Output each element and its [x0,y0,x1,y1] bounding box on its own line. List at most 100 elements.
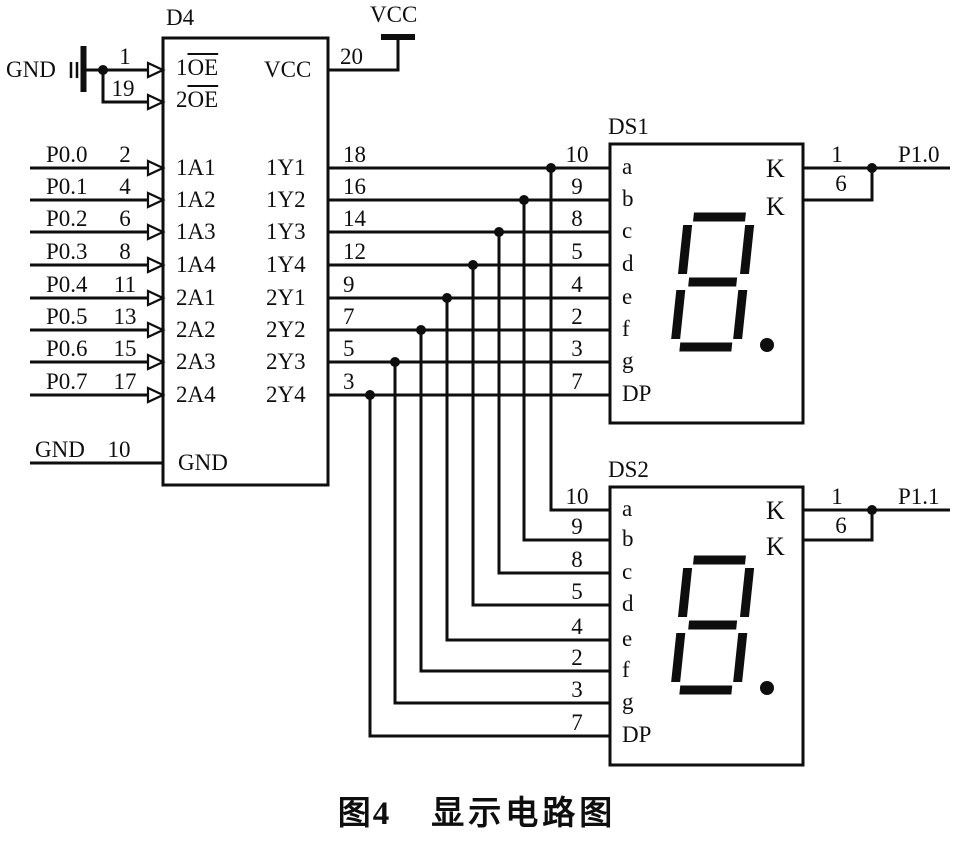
input-signal-p04: P0.4 [46,272,88,297]
input-signal-gnd: GND [35,437,85,462]
branch-e-ds2 [445,298,610,642]
input-arrowheads [146,61,166,404]
ds2-designator: DS2 [608,457,649,482]
ds1-pin-b: 9 [571,174,583,199]
ds2-pin-1: 1 [831,484,843,509]
figure-number: 图4 [337,796,392,832]
ds2-decimal-point [760,681,774,695]
output-pin-5: 5 [343,336,355,361]
input-signal-p07: P0.7 [46,369,88,394]
ds1-segment-g: g [622,348,634,373]
branch-dp-ds2 [368,395,610,738]
input-pin-11: 11 [113,272,137,297]
ds1-pin-a: 10 [565,142,589,167]
chip-pin-name-oe2: 2OE [176,87,219,112]
input-pin-13: 13 [113,304,137,329]
ds2-segment-c: c [622,559,633,584]
ds2-pin-b: 9 [571,514,583,539]
vcc-symbol-label: VCC [370,2,418,27]
ds2-pin-a: 10 [565,484,589,509]
input-pin-8: 8 [119,239,131,264]
chip-pin-name-2a1: 2A1 [176,285,216,310]
chip-pin-name-2y3: 2Y3 [266,349,306,374]
ds2-pin-f: 2 [571,645,583,670]
branch-f-ds2 [419,330,610,673]
input-signal-p00: P0.0 [46,142,88,167]
ds1-pin-e: 4 [571,272,583,297]
ds1-segment-b: b [622,186,634,211]
ds2-segment-g: g [622,689,634,714]
ds2-pin-dp: 7 [571,710,583,735]
chip-pin-name-1y1: 1Y1 [266,155,306,180]
ds1-decimal-point [760,338,774,352]
junction-dots [98,65,877,515]
input-signal-p01: P0.1 [46,174,88,199]
output-pin-12: 12 [343,239,366,264]
branch-a-ds2 [549,168,610,512]
ds1-pin-1: 1 [831,142,843,167]
figure-caption: 图4 显示电路图 [0,786,954,834]
input-pin-17: 17 [113,369,137,394]
ds1-segment-dp: DP [622,381,652,406]
ds1-pin-dp: 7 [571,369,583,394]
input-pin-2: 2 [119,142,131,167]
ds1-signal-p10: P1.0 [898,142,940,167]
vcc-symbol [381,34,415,40]
ds2-segment-dp: DP [622,722,652,747]
figure-title: 显示电路图 [431,796,617,832]
pin-number-oe1: 1 [119,44,131,69]
ds2-segment-e: e [622,626,633,651]
ds2-signal-p11: P1.1 [898,484,940,509]
chip-pin-name-vcc: VCC [264,57,312,82]
ds1-segment-f: f [622,316,630,341]
input-signal-p02: P0.2 [46,206,88,231]
chip-pin-name-1y3: 1Y3 [266,219,306,244]
chip-pin-name-1y4: 1Y4 [266,252,306,277]
input-pin-15: 15 [113,336,137,361]
output-pin-7: 7 [343,304,355,329]
ds1-segment-c: c [622,218,633,243]
chip-pin-name-2a4: 2A4 [176,382,216,407]
chip-pin-name-2a2: 2A2 [176,317,216,342]
ds1-seven-segment-digit [671,212,755,352]
ds2-segment-f: f [622,657,630,682]
wire-vcc-pin20 [328,40,400,72]
output-pin-14: 14 [343,206,366,231]
ds1-pin-g: 3 [571,336,583,361]
branch-b-ds2 [522,200,610,542]
ds1-segment-e: e [622,284,633,309]
ds2-pin-g: 3 [571,677,583,702]
ds1-pin-c: 8 [571,206,583,231]
ds2-pin-e: 4 [571,614,583,639]
chip-pin-name-1a1: 1A1 [176,155,216,180]
chip-pin-name-2y2: 2Y2 [266,317,306,342]
branch-c-ds2 [497,232,610,575]
branch-g-ds2 [393,362,610,705]
chip-designator: D4 [166,5,195,30]
buffer-chip-outline [161,36,330,487]
chip-pin-name-2y1: 2Y1 [266,285,306,310]
output-pin-9: 9 [343,272,355,297]
chip-pin-name-1y2: 1Y2 [266,187,306,212]
input-signal-p06: P0.6 [46,336,88,361]
ds2-segment-a: a [622,496,633,521]
output-pin-3: 3 [343,369,355,394]
ds1-segment-d: d [622,251,634,276]
chip-pin-name-oe1: 1OE [176,55,219,80]
ds2-pin-d: 5 [571,579,583,604]
ground-symbol [69,46,87,92]
chip-pin-name-gnd: GND [178,450,228,475]
ds2-common-k2: K [766,532,785,561]
pin-number-oe2: 19 [111,76,135,101]
ds1-segment-a: a [622,154,633,179]
branch-d-ds2 [471,265,610,607]
gnd-symbol-label: GND [6,57,56,82]
ds2-pin-6: 6 [835,513,847,538]
input-pin-4: 4 [119,174,131,199]
chip-pin-name-1a3: 1A3 [176,219,216,244]
input-signal-p03: P0.3 [46,239,88,264]
output-pin-18: 18 [343,142,366,167]
ds1-pin-d: 5 [571,239,583,264]
